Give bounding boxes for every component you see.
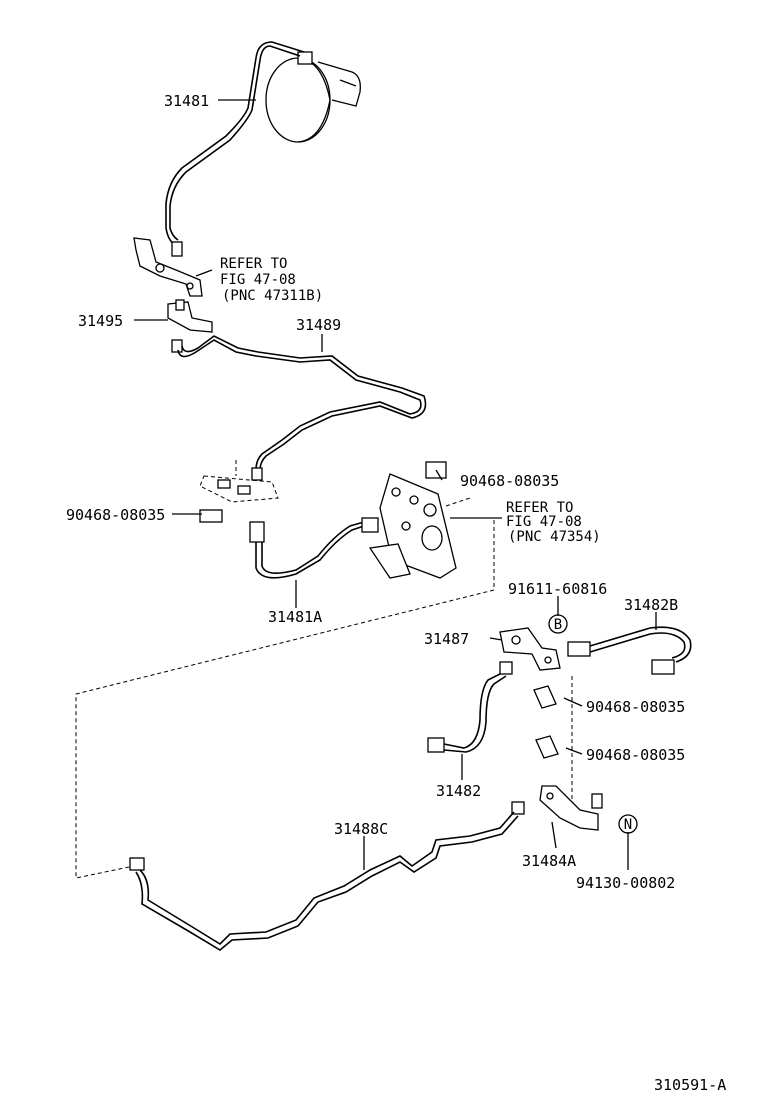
main-bracket <box>368 461 457 579</box>
label-90468-b: 90468-08035 <box>66 506 165 524</box>
refer1-line3: (PNC 47311B) <box>222 288 323 304</box>
refer2-line2: FIG 47-08 <box>506 514 582 530</box>
dashed-ref-bracket <box>445 497 471 507</box>
hose-31482B <box>567 626 692 675</box>
marker-n: N <box>618 814 638 834</box>
refer2-line1: REFER TO <box>506 500 573 516</box>
label-90468-a: 90468-08035 <box>460 472 559 490</box>
bracket-31487 <box>499 627 561 671</box>
pipe-31481 <box>165 41 305 257</box>
clip-outline <box>199 460 279 523</box>
tube-31482 <box>427 661 513 753</box>
label-31482: 31482 <box>436 782 481 800</box>
refer2-line3: (PNC 47354) <box>508 529 601 545</box>
dashed-ref-main <box>75 520 495 879</box>
leader-lines <box>134 99 657 870</box>
label-31487: 31487 <box>424 630 469 648</box>
pipe-31488C <box>129 801 525 951</box>
marker-n-text: N <box>624 817 632 833</box>
label-90468-d: 90468-08035 <box>586 746 685 764</box>
brake-booster <box>265 51 361 143</box>
bracket-31484A <box>539 785 603 831</box>
label-31489: 31489 <box>296 316 341 334</box>
hose-31481A <box>249 517 379 579</box>
clips-right <box>533 685 559 759</box>
pipe-31489 <box>177 335 427 481</box>
refer1-line1: REFER TO <box>220 256 287 272</box>
label-90468-c: 90468-08035 <box>586 698 685 716</box>
label-31482B: 31482B <box>624 596 678 614</box>
label-31495: 31495 <box>78 312 123 330</box>
label-31481: 31481 <box>164 92 209 110</box>
marker-b: B <box>548 614 568 634</box>
label-31488C: 31488C <box>334 820 388 838</box>
marker-b-text: B <box>554 617 562 633</box>
refer1-line2: FIG 47-08 <box>220 272 296 288</box>
label-31484A: 31484A <box>522 852 576 870</box>
upper-bracket <box>133 237 203 297</box>
figure-id: 310591-A <box>654 1076 726 1094</box>
label-94130: 94130-00802 <box>576 874 675 892</box>
label-91611: 91611-60816 <box>508 580 607 598</box>
clip-31495 <box>167 299 213 353</box>
label-31481A: 31481A <box>268 608 322 626</box>
